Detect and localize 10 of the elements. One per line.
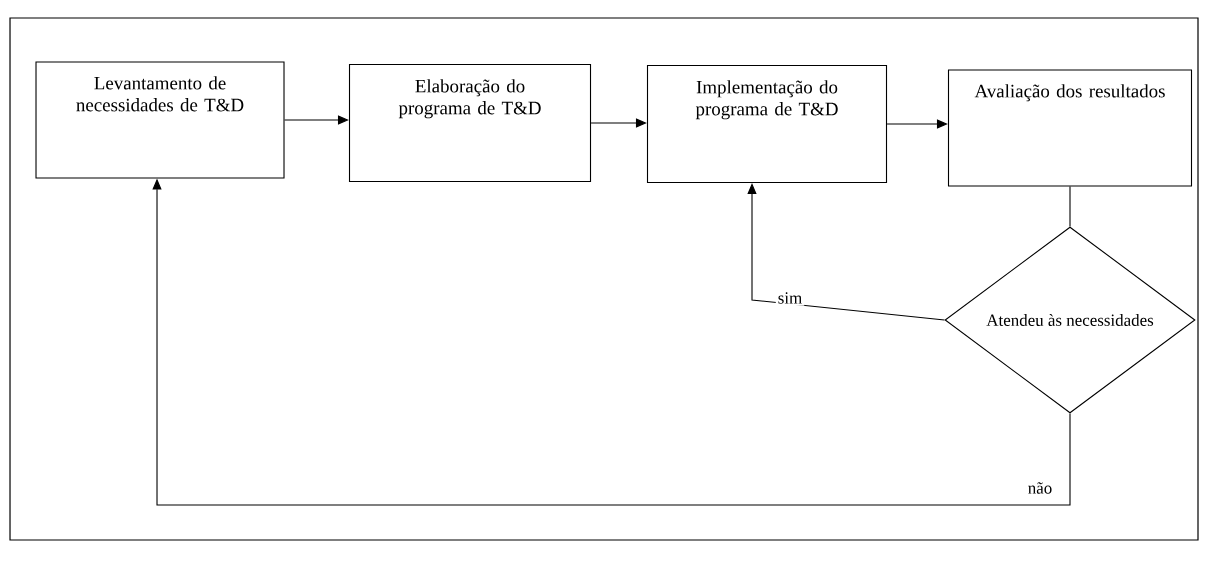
arrow	[747, 183, 945, 321]
arrow	[886, 119, 948, 129]
process-box: Avaliação dos resultados	[947, 69, 1193, 187]
arrow	[590, 118, 647, 128]
process-box: Levantamento de necessidades de T&D	[35, 61, 285, 179]
edge-label: não	[1025, 480, 1055, 496]
arrow	[284, 115, 349, 125]
process-box: Elaboração do programa de T&D	[348, 63, 592, 183]
edge-label: sim	[775, 290, 805, 306]
process-box: Implementação do programa de T&D	[646, 64, 888, 184]
